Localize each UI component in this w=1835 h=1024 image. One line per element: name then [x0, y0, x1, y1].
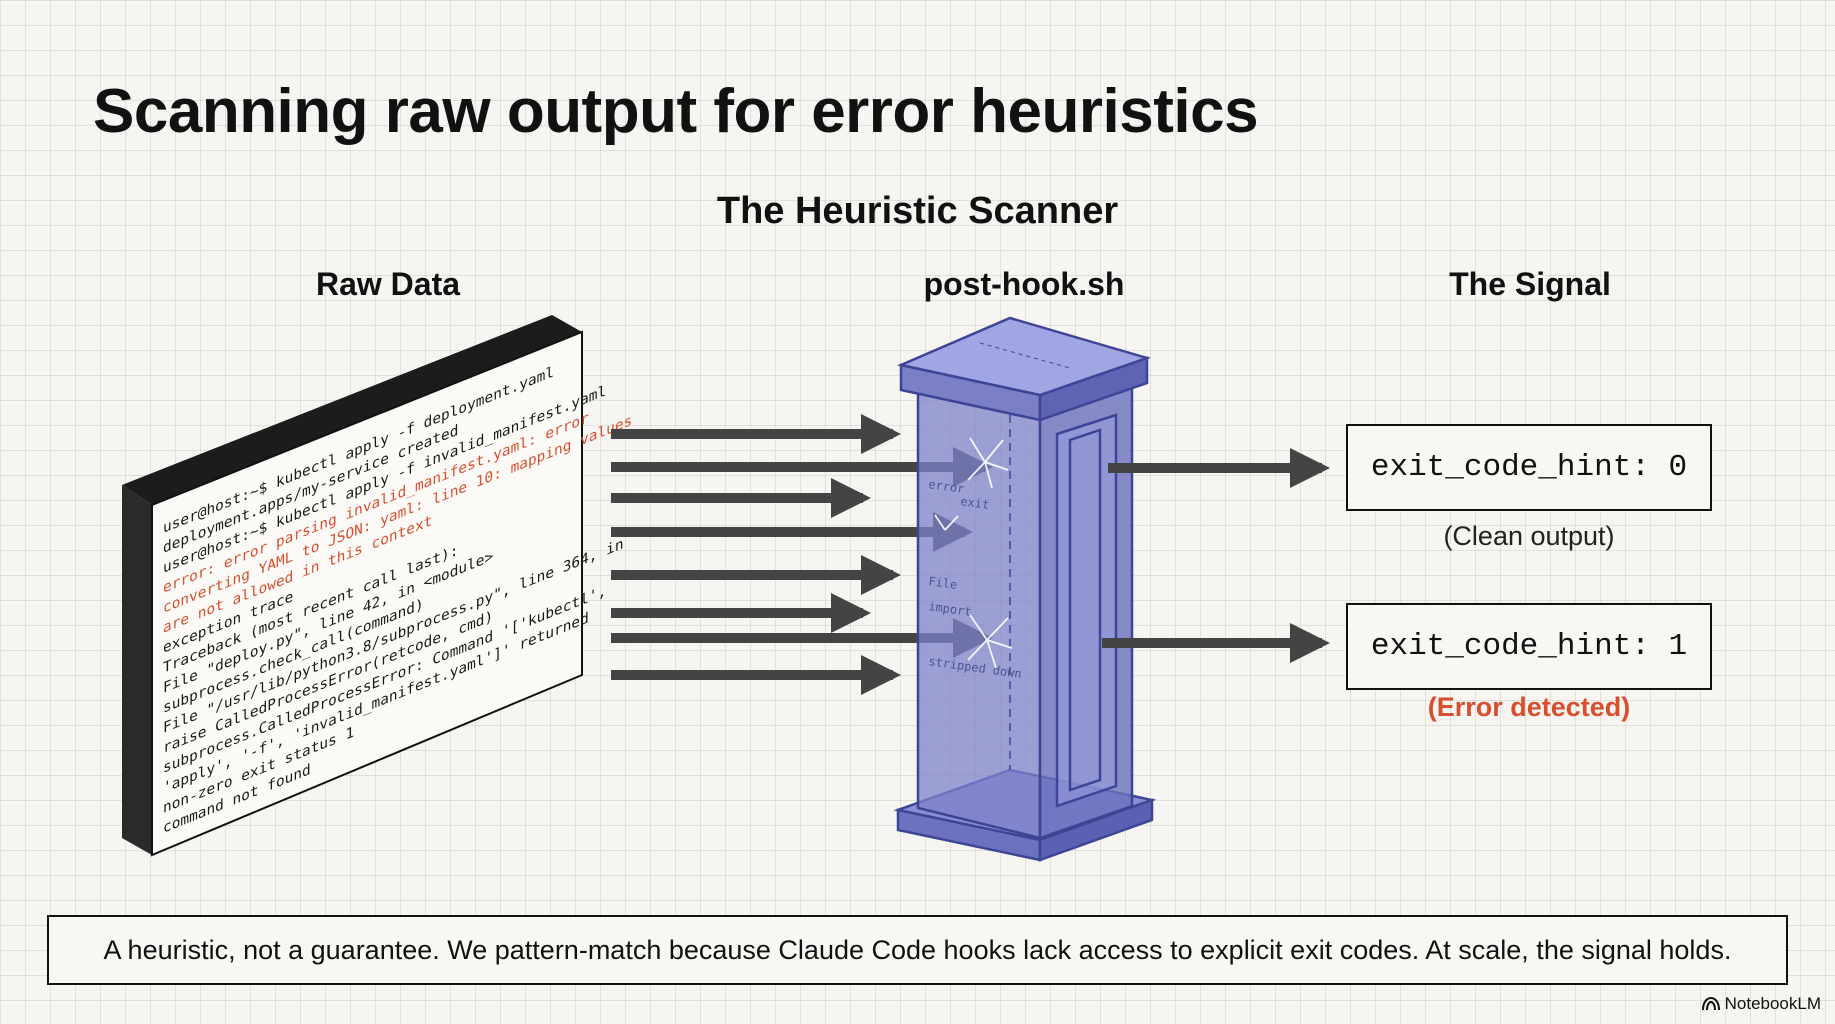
signal-box-clean: exit_code_hint: 0 — [1346, 424, 1712, 511]
brand-label: NotebookLM — [1724, 994, 1821, 1013]
signal-box-error: exit_code_hint: 1 — [1346, 603, 1712, 690]
signal-heading: The Signal — [1449, 266, 1611, 302]
terminal-side-edge — [122, 485, 152, 855]
output-arrows — [1102, 448, 1330, 663]
post-hook-heading: post-hook.sh — [923, 266, 1125, 302]
diagram-subtitle: The Heuristic Scanner — [716, 190, 1119, 232]
scanner-fragment: exit — [960, 494, 991, 512]
terminal-screen — [151, 330, 583, 857]
scanner-fragment: error — [928, 477, 966, 496]
page-title: Scanning raw output for error heuristics — [93, 77, 1259, 146]
terminal-top-edge — [122, 315, 582, 505]
brand-watermark: NotebookLM — [1701, 994, 1821, 1014]
terminal-panel: user@host:~$ kubectl apply -f deployment… — [122, 315, 632, 857]
scan-sparks — [934, 437, 1013, 669]
notebooklm-logo-icon — [1701, 997, 1720, 1011]
footer-note: A heuristic, not a guarantee. We pattern… — [47, 915, 1788, 985]
scanner-column — [893, 316, 1157, 862]
footer-text: A heuristic, not a guarantee. We pattern… — [103, 934, 1732, 965]
raw-data-heading: Raw Data — [315, 266, 461, 302]
scanner-fragment: import — [928, 599, 973, 619]
signal-caption-clean: (Clean output) — [1443, 521, 1615, 551]
scanner-fragment: File — [928, 574, 959, 592]
signal-caption-error: (Error detected) — [1427, 692, 1631, 722]
